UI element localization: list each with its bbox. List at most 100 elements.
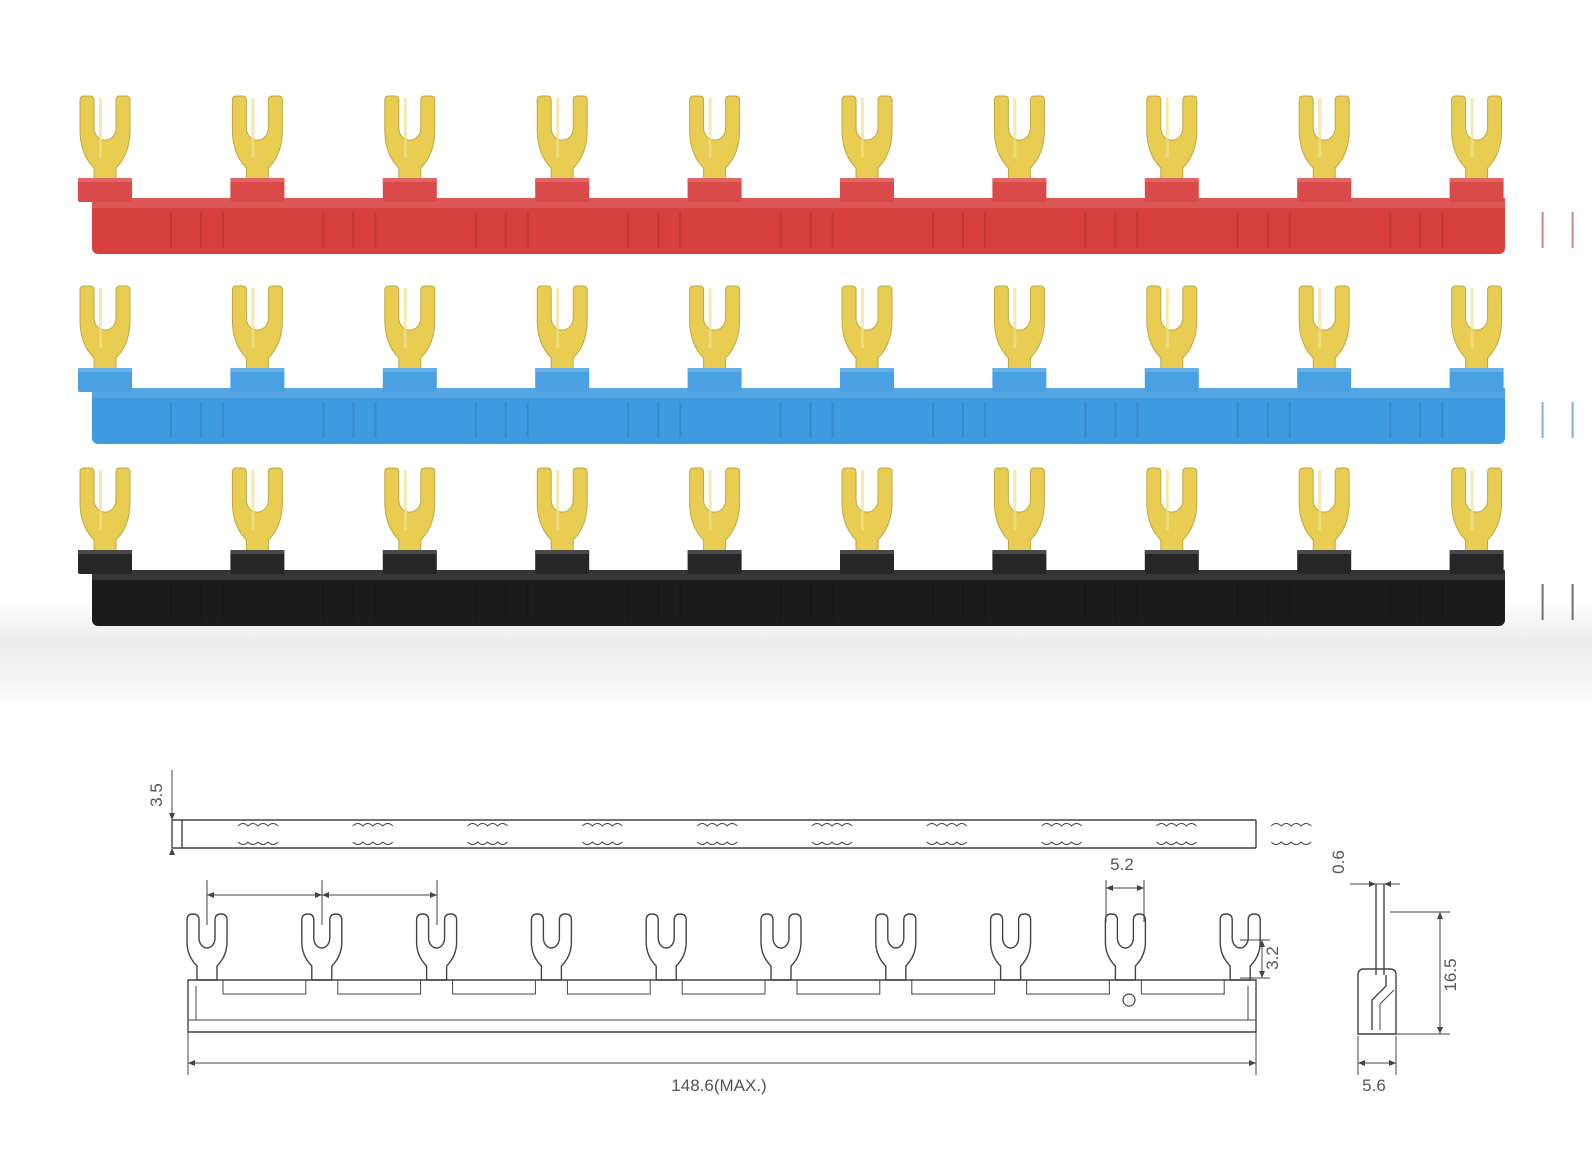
fork-lug [689, 95, 741, 185]
bar-groove [352, 402, 355, 438]
bar-pad-edge [687, 368, 742, 372]
bar-pad-edge [1449, 178, 1504, 182]
fork-highlight [861, 470, 864, 530]
strip-wave [1041, 823, 1082, 827]
dim-arrow [1369, 881, 1376, 887]
fork-highlight [1013, 470, 1017, 530]
front-body [187, 979, 1257, 1033]
bar-groove [200, 402, 202, 438]
strip-wave [1270, 823, 1312, 827]
bar-groove [1266, 212, 1269, 248]
bar-pad [382, 368, 437, 392]
bar-pad-edge [382, 178, 437, 182]
fork-lug [536, 467, 588, 557]
bar-groove [1136, 584, 1139, 620]
bar-groove [1114, 212, 1117, 248]
bar-groove [352, 584, 355, 620]
front-fork [1219, 913, 1261, 981]
bar-pad [230, 550, 285, 574]
side-body [1357, 968, 1397, 1035]
fork-highlight [1470, 470, 1474, 530]
dim-arrow [188, 1060, 195, 1066]
bar-groove [679, 212, 682, 248]
fork-lug [1298, 95, 1350, 185]
dim-arrow [1437, 912, 1443, 919]
fork-highlight [556, 288, 560, 348]
dim-lug-thickness: 0.6 [1329, 850, 1348, 874]
bar-groove [984, 212, 986, 248]
bar-groove [504, 212, 507, 248]
fork-highlight [99, 98, 102, 158]
bar-pad-edge [230, 368, 285, 372]
bar-groove [779, 584, 782, 620]
bar-groove [962, 212, 964, 248]
fork-highlight [99, 470, 102, 530]
dim-arrow [1137, 885, 1144, 891]
front-fork [1104, 913, 1147, 981]
dim-arrow [1358, 1060, 1365, 1066]
bar-groove [1541, 212, 1544, 248]
bar-pad [840, 550, 894, 574]
bar-groove [809, 584, 812, 620]
bar-groove [170, 402, 172, 438]
fork-highlight [708, 98, 712, 158]
dim-arrow [1384, 881, 1391, 887]
bar-groove [1266, 584, 1269, 620]
bar-groove [526, 584, 529, 620]
bar-groove [1136, 212, 1139, 248]
bar-pad [687, 368, 742, 392]
bar-pad [382, 550, 437, 574]
bar-groove [352, 212, 355, 248]
bar-pad-edge [1144, 368, 1199, 372]
bar-groove [657, 402, 660, 438]
bar-groove [1389, 402, 1392, 438]
fork-highlight [99, 288, 102, 348]
bar-body [92, 570, 1505, 626]
front-pocket [796, 980, 881, 995]
fork-lug [841, 467, 893, 557]
bar-groove [1084, 584, 1087, 620]
bar-pad-edge [840, 178, 894, 182]
bar-groove [1114, 402, 1117, 438]
fork-highlight [1013, 98, 1017, 158]
bar-groove [657, 212, 660, 248]
dim-arrow [1389, 1060, 1396, 1066]
front-pocket [911, 980, 996, 995]
bar-pad-edge [1297, 368, 1352, 372]
bar-groove [1441, 212, 1444, 248]
fork-lug [231, 285, 283, 375]
bar-pad [535, 550, 590, 574]
bar-pad-edge [535, 178, 590, 182]
bar-top-edge [92, 388, 1505, 398]
dim-arrow [1437, 1027, 1443, 1034]
strip-wave [926, 841, 968, 845]
fork-lug [79, 95, 131, 185]
fork-lug [841, 285, 893, 375]
bar-groove [1266, 402, 1269, 438]
dim-side-width: 5.6 [1362, 1076, 1386, 1095]
fork-lug [1451, 467, 1503, 557]
bar-groove [831, 212, 834, 248]
dim-fork-width: 5.2 [1110, 855, 1134, 874]
bar-groove [831, 402, 834, 438]
fork-highlight [708, 470, 712, 530]
bar-pad [992, 368, 1047, 392]
bar-pad [535, 178, 590, 202]
fork-lug [1298, 285, 1350, 375]
fork-highlight [708, 288, 712, 348]
front-hole [1122, 993, 1136, 1007]
bar-pad [1144, 368, 1199, 392]
strip-wave [582, 823, 623, 827]
bar-groove [1236, 402, 1239, 438]
bar-groove [1571, 212, 1574, 248]
strip-wave [1270, 841, 1312, 845]
bar-groove [962, 402, 964, 438]
bar-pad [535, 368, 590, 392]
strip-wave [811, 841, 853, 845]
front-fork [989, 913, 1032, 981]
dim-arrow [1106, 885, 1113, 891]
bar-pad [382, 178, 437, 202]
fork-lug [231, 467, 283, 557]
bar-groove [170, 212, 172, 248]
